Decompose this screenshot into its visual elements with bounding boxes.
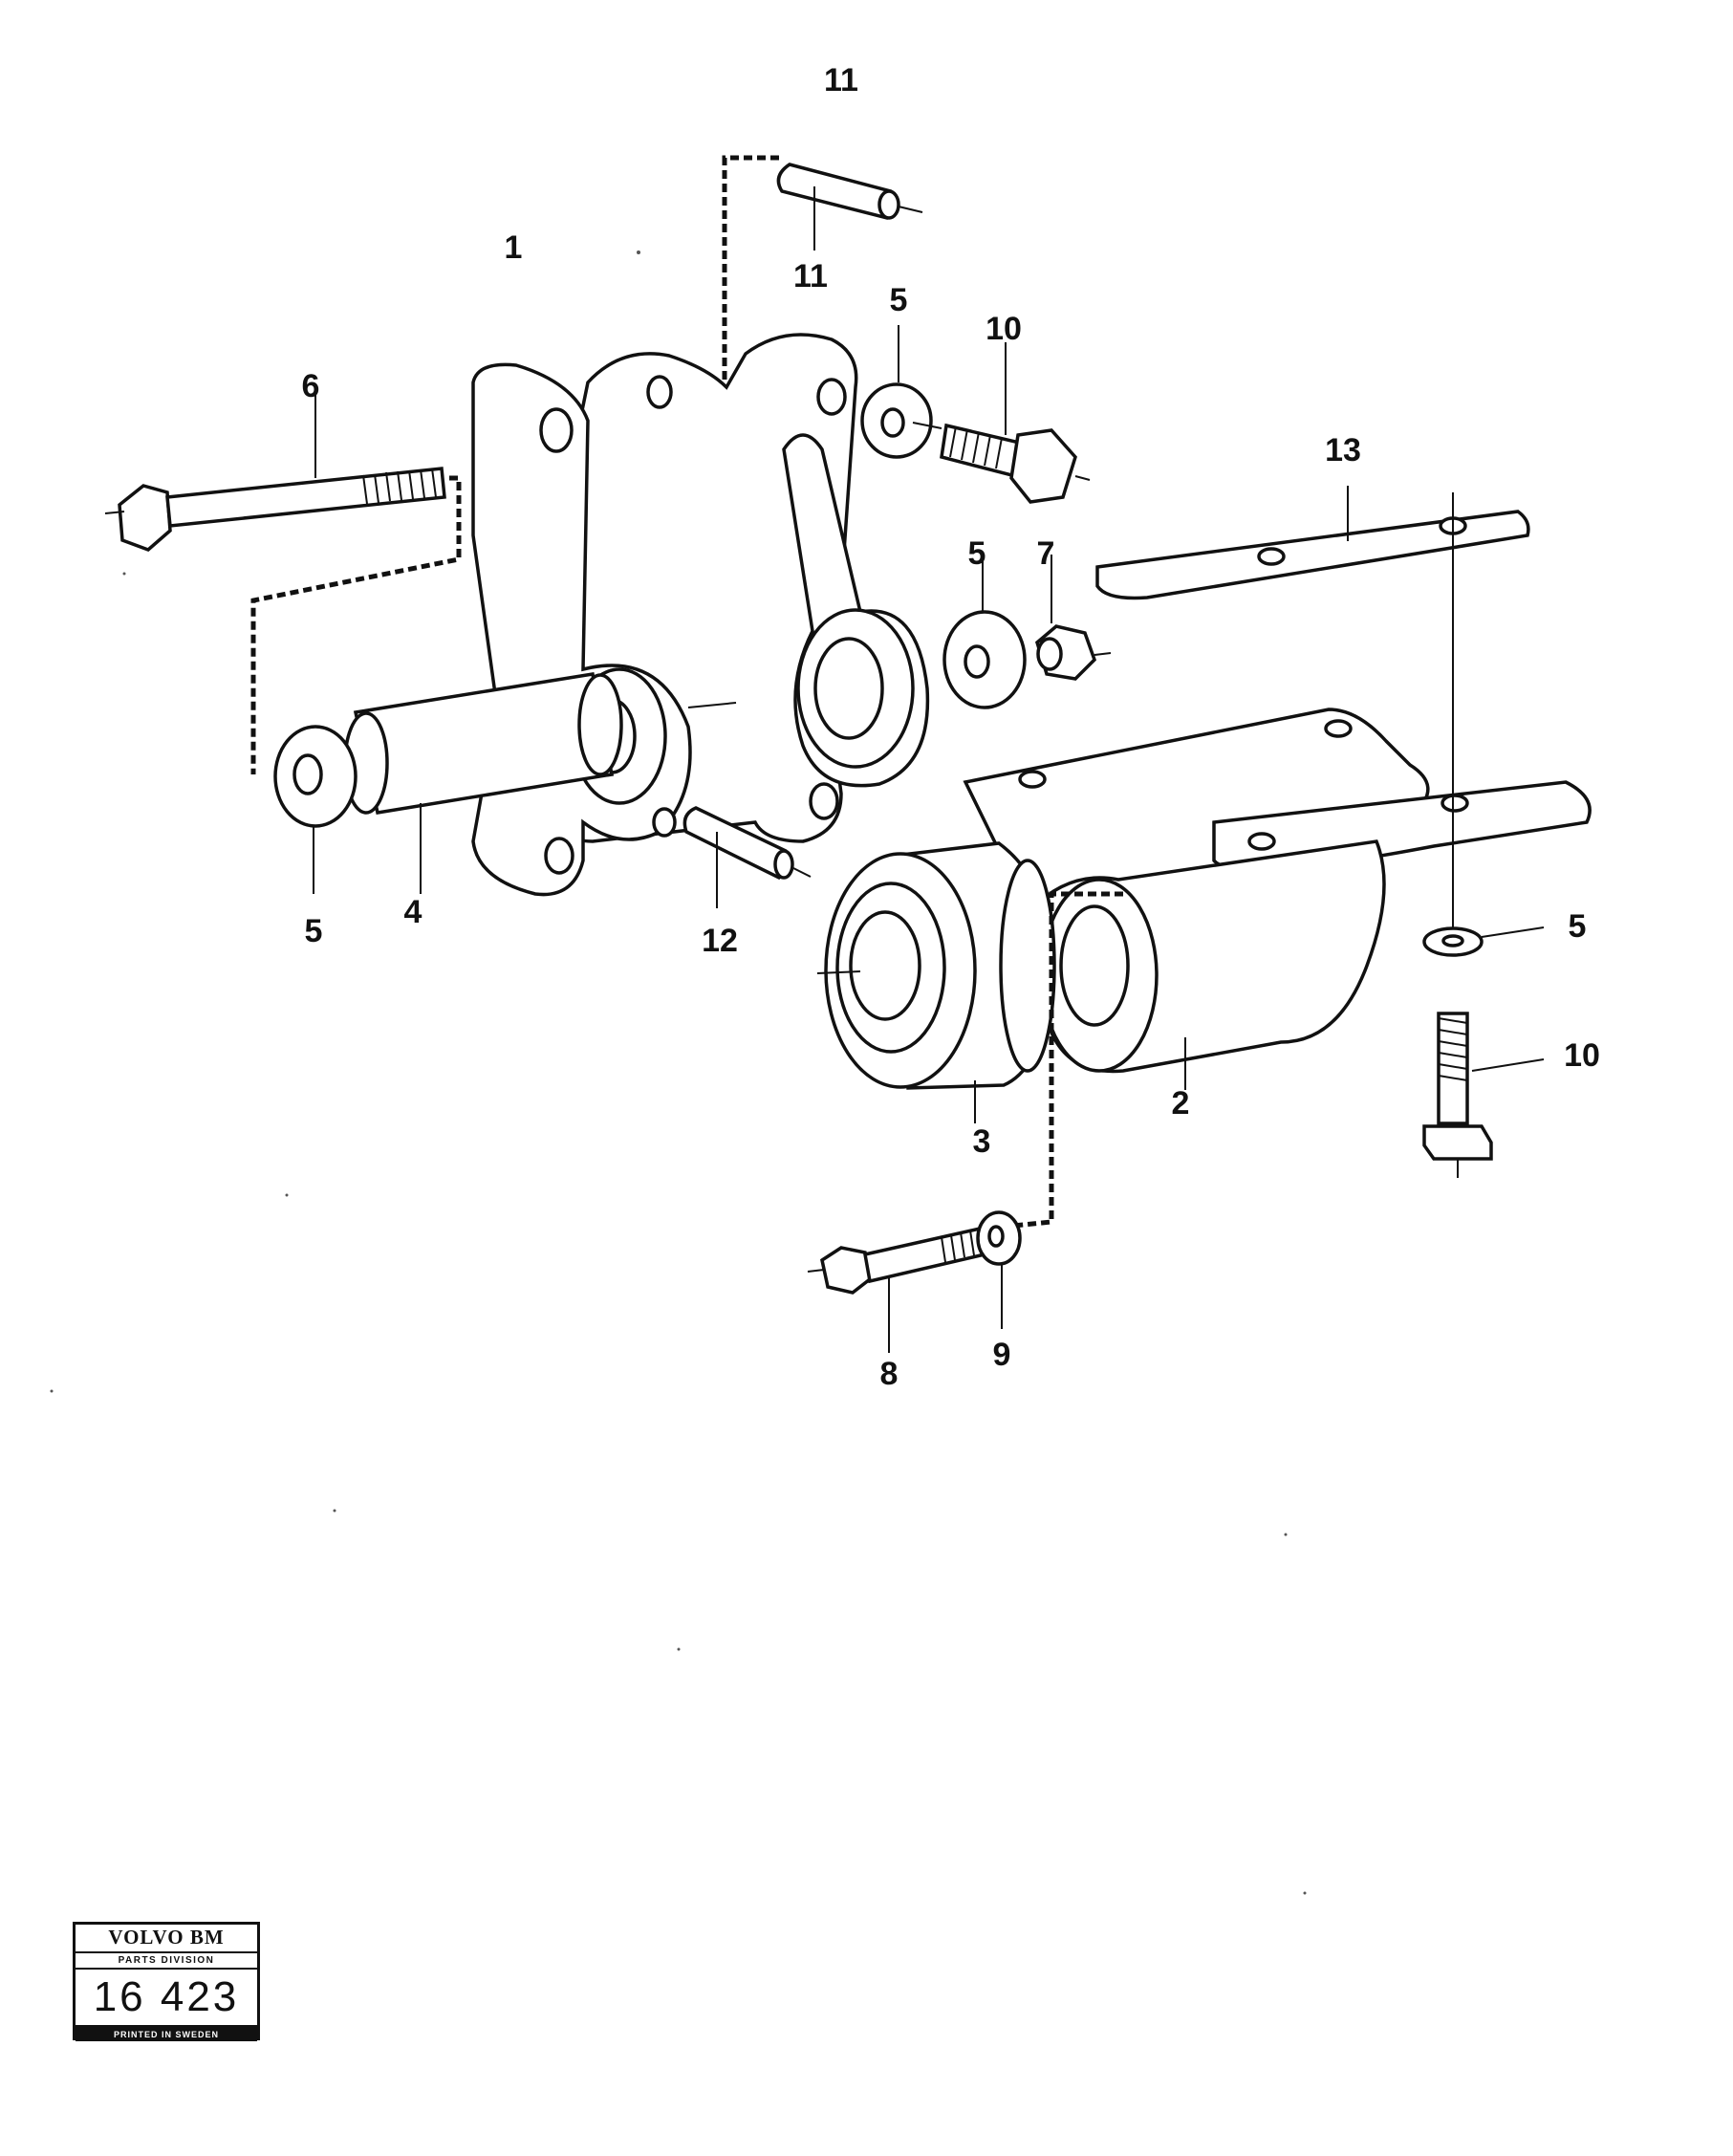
part-9-washer: [976, 1210, 1022, 1329]
callout-3: 3: [973, 1123, 991, 1160]
callout-5-mid: 5: [968, 535, 986, 572]
assembly-line-bolt-8: [1012, 891, 1123, 1229]
assembly-line-bolt-6: [250, 475, 462, 774]
callout-11: 11: [793, 258, 828, 294]
part-5-washer-left: [273, 725, 357, 894]
callout-5-right: 5: [1569, 908, 1587, 945]
callout-10-top: 10: [986, 311, 1022, 347]
part-7-nut: [1034, 555, 1112, 681]
scan-specks: [50, 250, 1307, 1895]
callout-8: 8: [880, 1356, 899, 1392]
callout-5-top: 5: [890, 282, 908, 318]
stamp-printed: PRINTED IN SWEDEN: [76, 2028, 257, 2041]
callout-9: 9: [993, 1337, 1011, 1373]
callout-13: 13: [1325, 432, 1361, 468]
part-4-sleeve: [343, 672, 623, 894]
part-5-washer-top: [860, 325, 933, 459]
callout-labels: 1 2 3 4 5 5 5 5 6 7 8 9 10 10 11 12 13: [302, 229, 1600, 1392]
stamp-division: PARTS DIVISION: [76, 1953, 257, 1970]
part-6-long-bolt: [104, 394, 446, 553]
callout-7: 7: [1037, 535, 1055, 572]
stamp-brand: VOLVO BM: [76, 1925, 257, 1953]
part-5-washer-right: [1422, 492, 1545, 957]
hole: [539, 407, 574, 453]
callout-10-right: 10: [1564, 1037, 1600, 1074]
callout-6: 6: [302, 368, 320, 404]
volvo-bm-stamp: VOLVO BM PARTS DIVISION 16 423 PRINTED I…: [73, 1922, 260, 2041]
part-13-plate: [1095, 486, 1530, 600]
part-11-dowel-pin: [776, 163, 923, 250]
callout-1: 1: [505, 229, 523, 266]
callout-4: 4: [404, 894, 422, 930]
callout-5-left: 5: [305, 913, 323, 949]
part-10-bolt-top: [912, 342, 1091, 504]
part-10-bolt-right: [1422, 1012, 1545, 1178]
part-12-dowel-pin: [682, 806, 812, 908]
callout-2: 2: [1172, 1085, 1190, 1122]
part-5-washer-mid: [942, 555, 1027, 709]
page-number: 11: [824, 62, 858, 98]
part-8-bolt: [807, 1226, 987, 1353]
part-3-bushing: [816, 841, 1056, 1123]
assembly-line-pin-11: [703, 155, 779, 403]
stamp-number: 16 423: [76, 1970, 257, 2028]
callout-12: 12: [702, 923, 738, 959]
part-2-mount: [963, 708, 1592, 1090]
